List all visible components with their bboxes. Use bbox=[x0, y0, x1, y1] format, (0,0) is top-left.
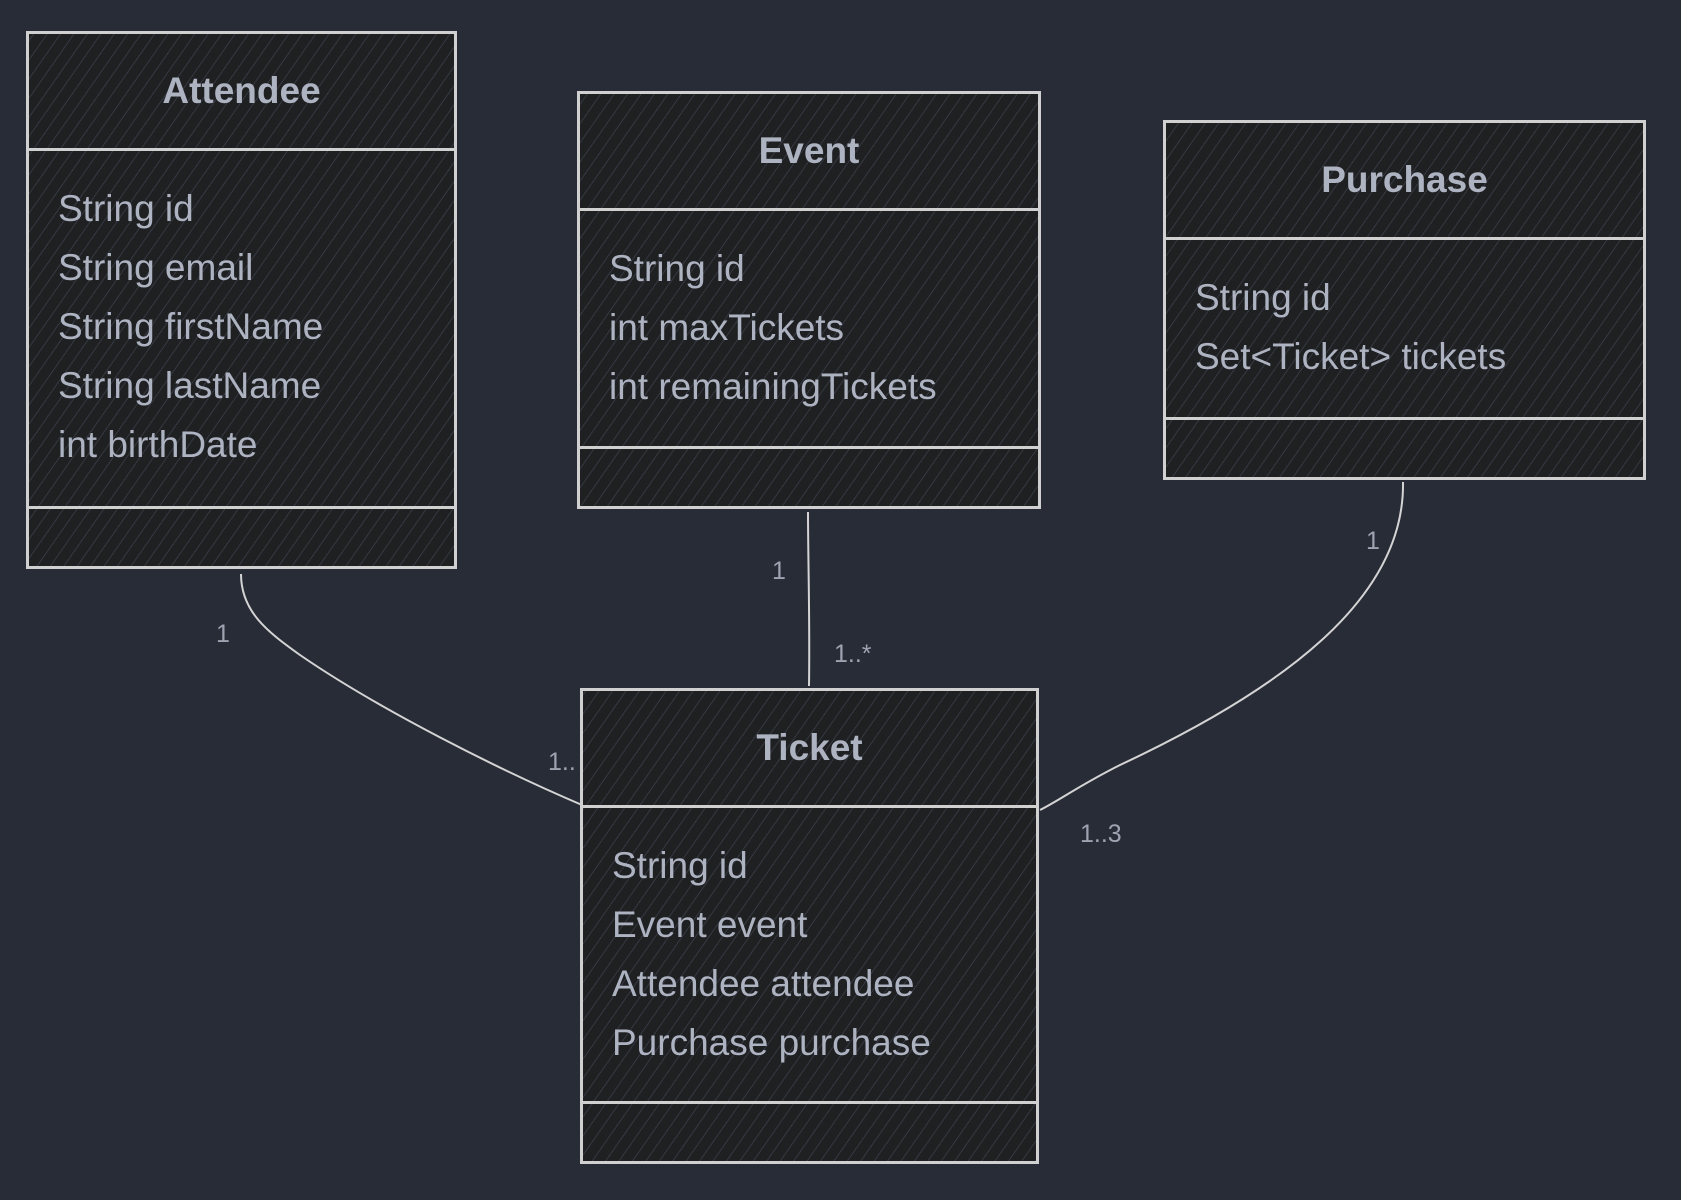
attribute: Purchase purchase bbox=[612, 1022, 931, 1063]
attribute: int maxTickets bbox=[609, 307, 845, 348]
class-event-attributes: String id int maxTickets int remainingTi… bbox=[580, 211, 1038, 449]
multiplicity-event-end: 1 bbox=[772, 557, 786, 585]
class-attendee-title: Attendee bbox=[162, 70, 321, 111]
class-attendee[interactable]: Attendee String id String email String f… bbox=[26, 31, 457, 569]
attribute: String id bbox=[609, 248, 745, 289]
class-attendee-methods bbox=[29, 509, 454, 566]
attribute: String lastName bbox=[58, 365, 322, 406]
class-purchase-title: Purchase bbox=[1321, 159, 1488, 200]
attribute: Event event bbox=[612, 904, 808, 945]
attribute: Set<Ticket> tickets bbox=[1195, 336, 1507, 377]
multiplicity-purchase-end: 1 bbox=[1366, 527, 1380, 555]
class-ticket-header: Ticket bbox=[583, 691, 1036, 808]
class-event-methods bbox=[580, 449, 1038, 506]
association-event-ticket[interactable] bbox=[807, 511, 811, 687]
class-ticket[interactable]: Ticket String id Event event Attendee at… bbox=[580, 688, 1039, 1164]
class-event-title: Event bbox=[758, 130, 860, 171]
class-purchase-header: Purchase bbox=[1166, 123, 1643, 240]
class-ticket-attributes: String id Event event Attendee attendee … bbox=[583, 808, 1036, 1104]
multiplicity-ticket-purchase-end: 1..3 bbox=[1080, 820, 1122, 848]
class-ticket-title: Ticket bbox=[756, 727, 863, 768]
class-ticket-methods bbox=[583, 1104, 1036, 1161]
class-event-header: Event bbox=[580, 94, 1038, 211]
multiplicity-attendee-end: 1 bbox=[216, 620, 230, 648]
class-attendee-header: Attendee bbox=[29, 34, 454, 151]
attribute: String id bbox=[58, 188, 194, 229]
multiplicity-ticket-event-end: 1..* bbox=[834, 640, 872, 668]
attribute: String firstName bbox=[58, 306, 324, 347]
class-purchase[interactable]: Purchase String id Set<Ticket> tickets bbox=[1163, 120, 1646, 480]
multiplicity-ticket-attendee-end: 1.. bbox=[548, 748, 576, 776]
attribute: int birthDate bbox=[58, 424, 258, 465]
attribute: String email bbox=[58, 247, 254, 288]
attribute: String id bbox=[612, 845, 748, 886]
association-attendee-ticket[interactable] bbox=[240, 573, 583, 806]
class-purchase-methods bbox=[1166, 420, 1643, 477]
class-event[interactable]: Event String id int maxTickets int remai… bbox=[577, 91, 1041, 509]
class-purchase-attributes: String id Set<Ticket> tickets bbox=[1166, 240, 1643, 420]
class-attendee-attributes: String id String email String firstName … bbox=[29, 151, 454, 509]
attribute: String id bbox=[1195, 277, 1331, 318]
attribute: int remainingTickets bbox=[609, 366, 937, 407]
attribute: Attendee attendee bbox=[612, 963, 915, 1004]
association-purchase-ticket[interactable] bbox=[1039, 481, 1405, 811]
